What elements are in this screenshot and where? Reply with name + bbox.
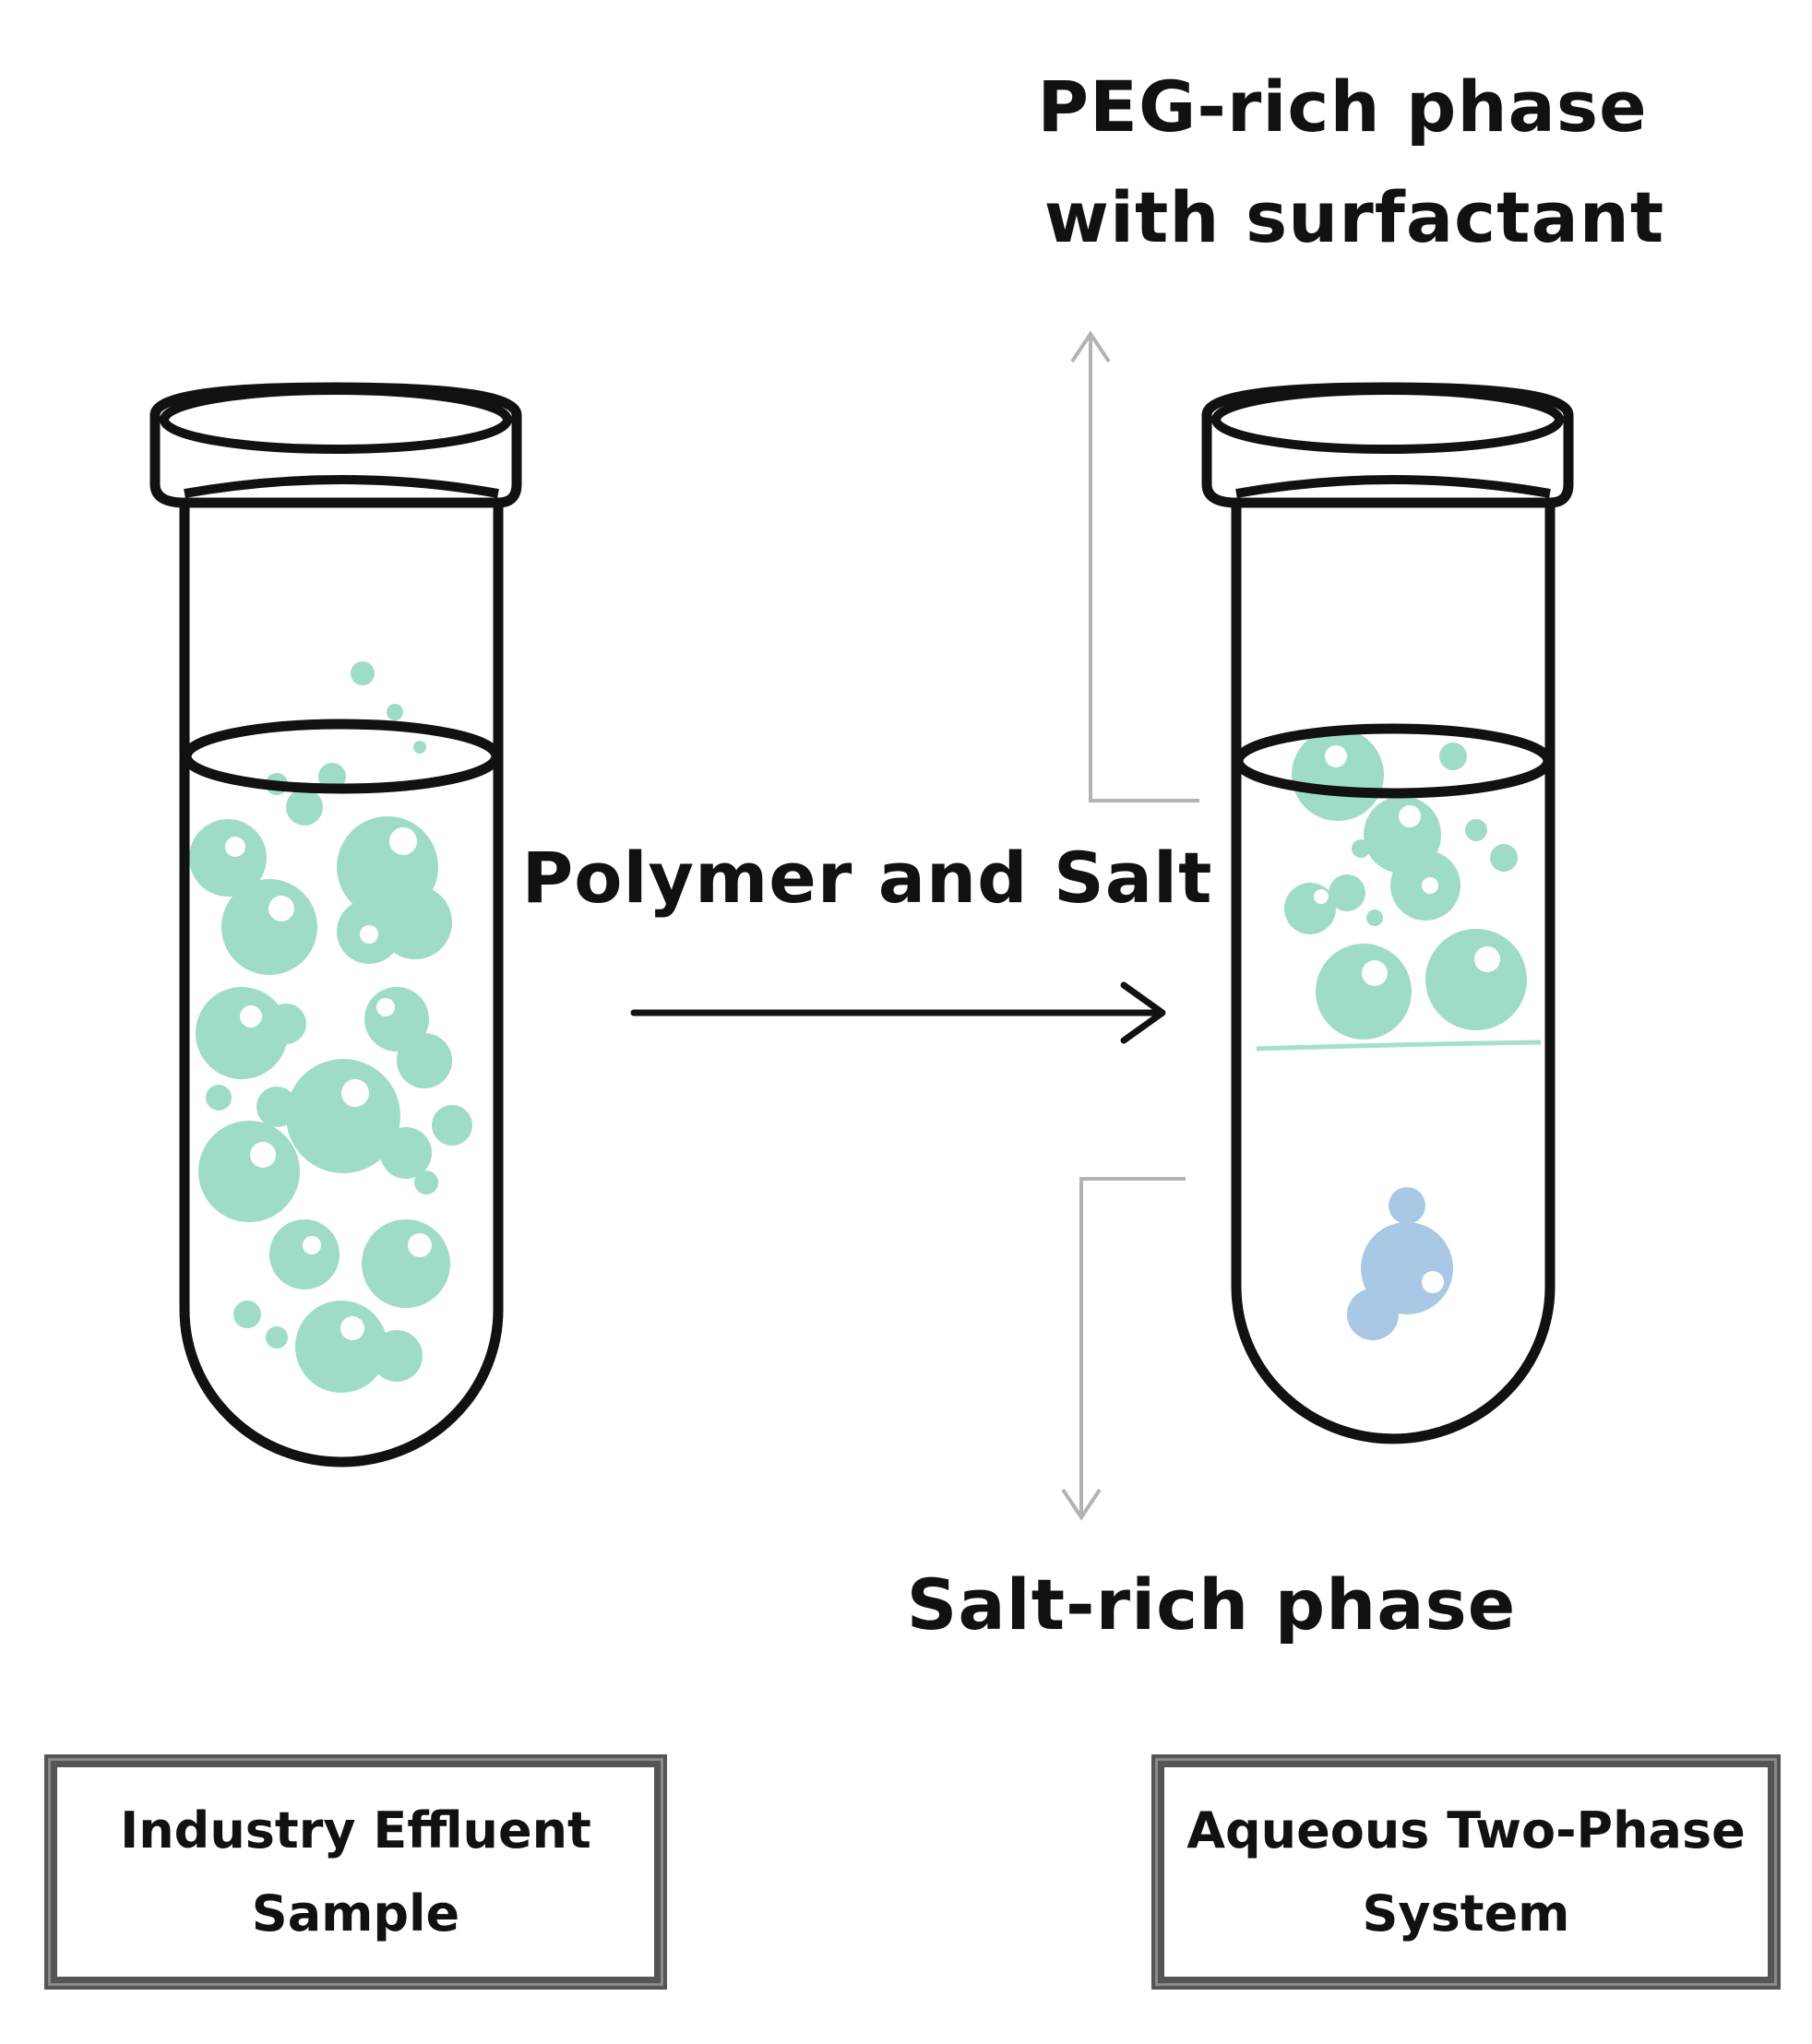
peg-phase-label-line2: with surfactant xyxy=(1044,176,1664,258)
process-arrow xyxy=(630,981,1166,1044)
sample-caption-line1: Industry Effluent xyxy=(120,1800,591,1860)
peg-phase-label-line1: PEG-rich phase xyxy=(1037,65,1647,148)
peg-phase-pointer xyxy=(1070,330,1199,802)
left-tube-bubbles xyxy=(189,661,472,1393)
peg-phase-bubbles xyxy=(1284,729,1527,1040)
salt-bubble-highlight xyxy=(1422,1271,1444,1293)
peg-phase-highlights xyxy=(1314,745,1500,986)
salt-phase-pointer xyxy=(1061,1177,1186,1521)
atps-caption-line1: Aqueous Two-Phase xyxy=(1186,1800,1746,1860)
left-test-tube xyxy=(149,382,522,1468)
salt-phase-label: Salt-rich phase xyxy=(907,1563,1517,1646)
left-tube-bubble-highlights xyxy=(225,827,432,1340)
atps-caption-box: Aqueous Two-Phase System xyxy=(1151,1754,1781,1990)
reagent-label: Polymer and Salt xyxy=(522,837,1213,919)
atps-caption-line2: System xyxy=(1362,1884,1570,1943)
right-test-tube xyxy=(1201,382,1574,1444)
sample-caption-box: Industry Effluent Sample xyxy=(44,1754,667,1990)
sample-caption-line2: Sample xyxy=(251,1884,460,1943)
salt-phase-bubbles xyxy=(1347,1187,1453,1340)
